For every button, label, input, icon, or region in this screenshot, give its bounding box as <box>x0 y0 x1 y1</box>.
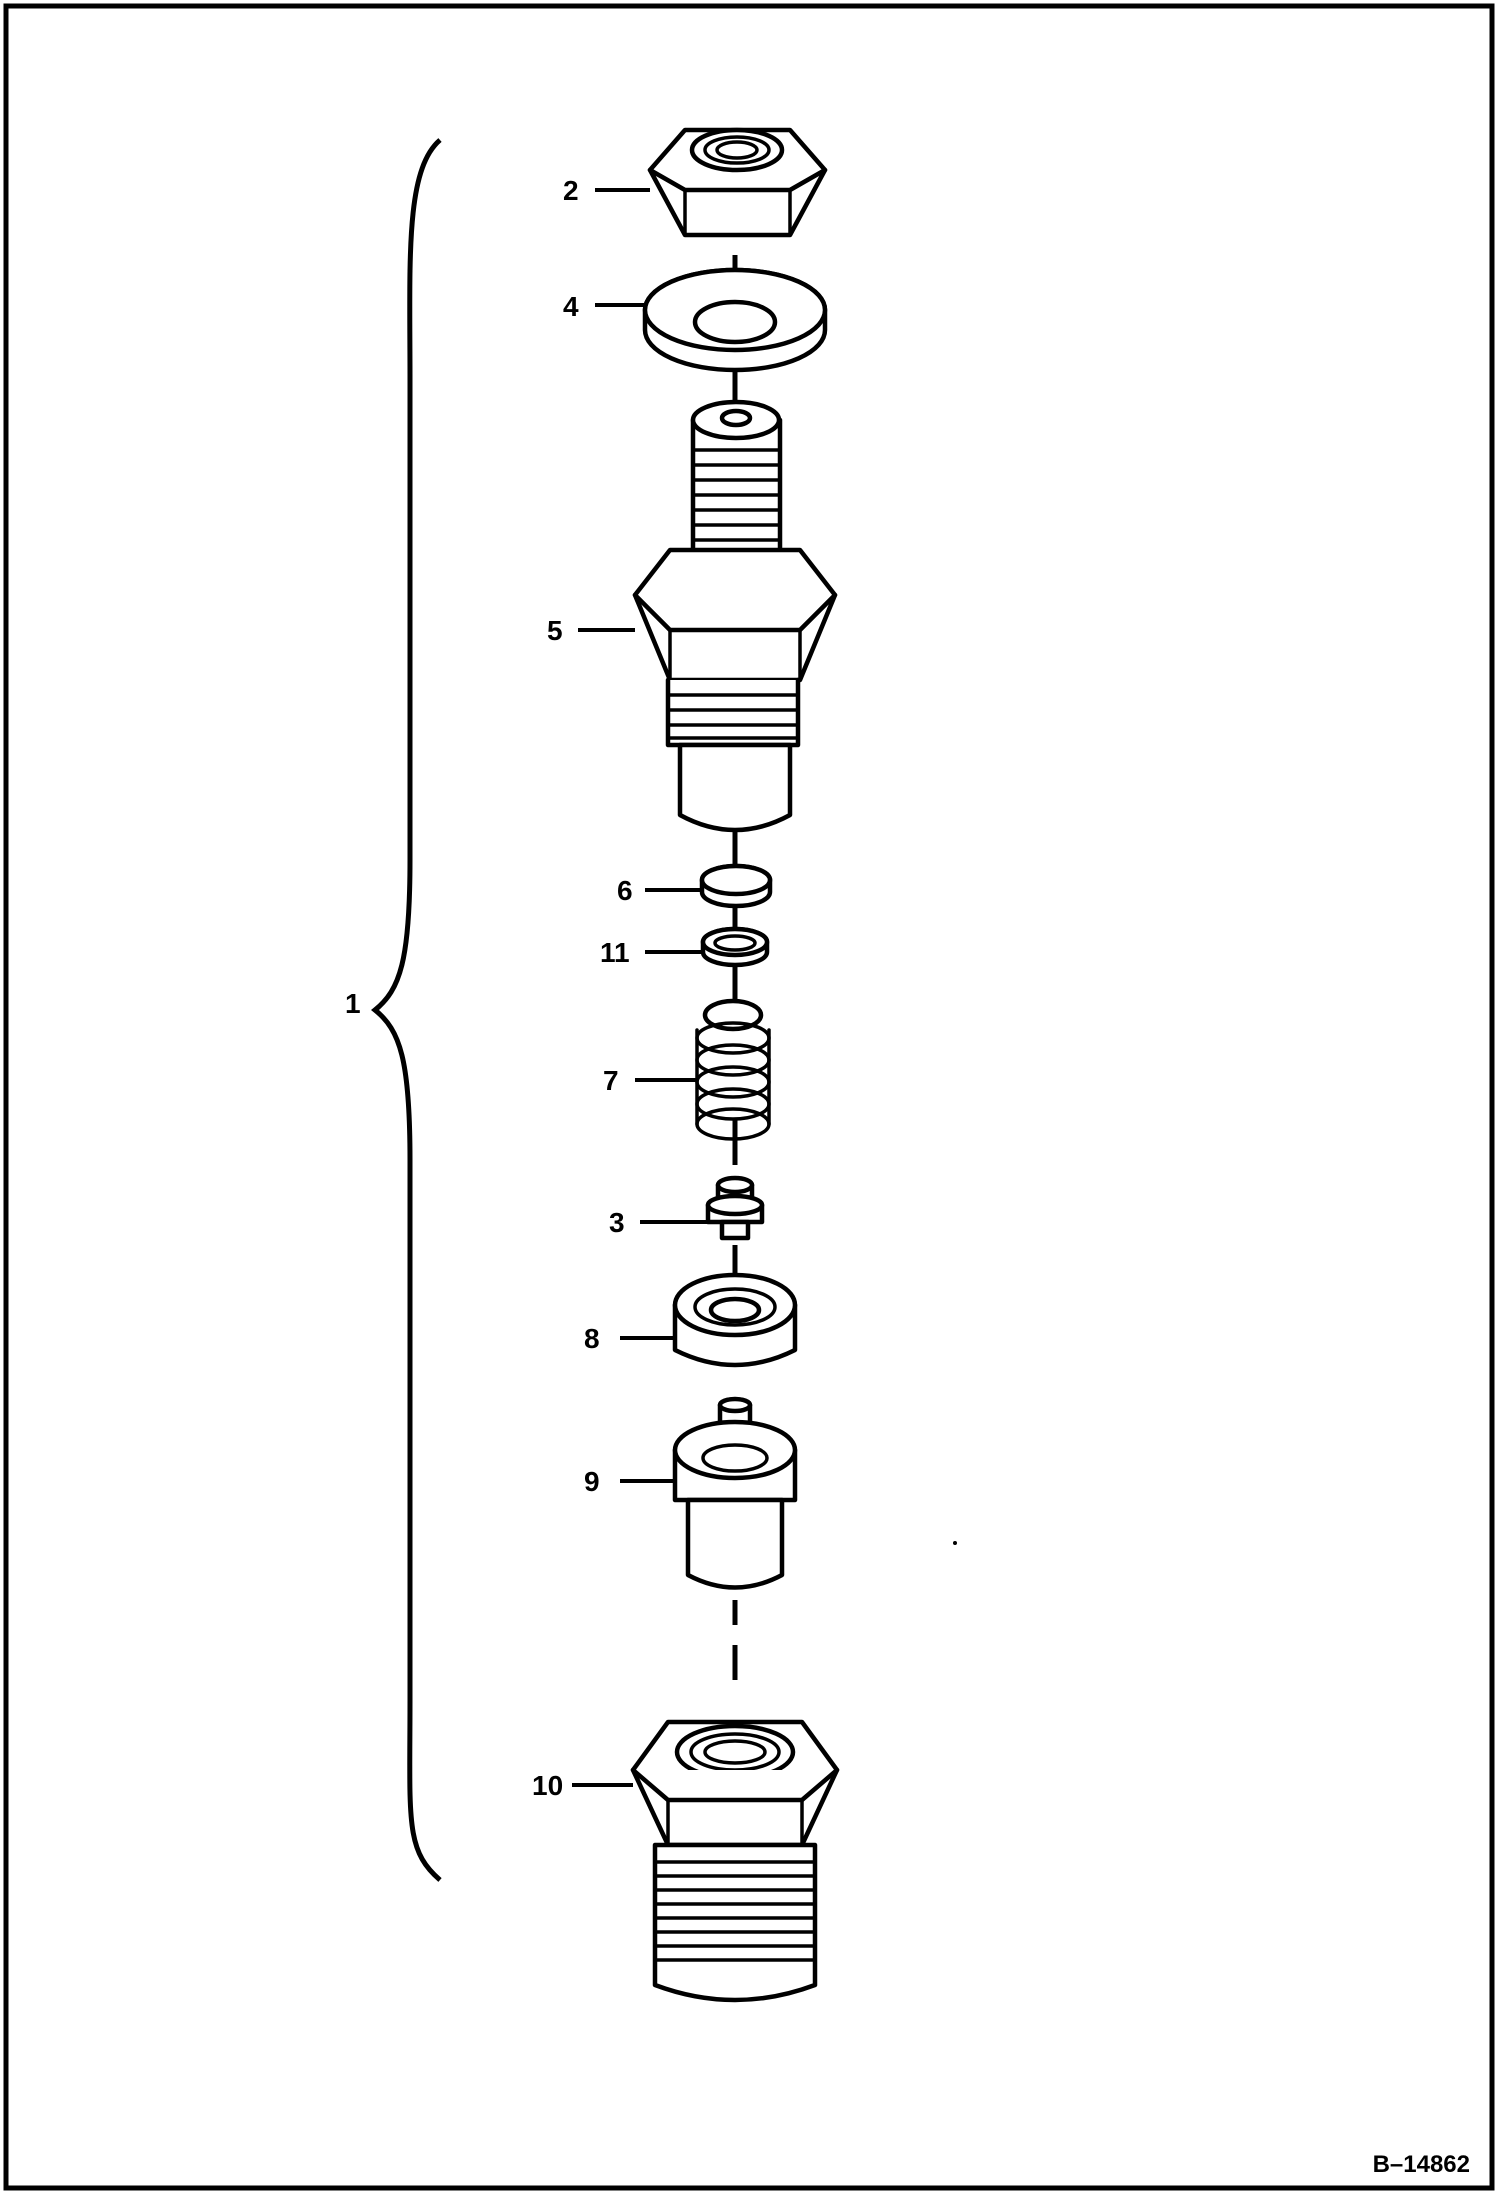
callout-11: 11 <box>600 937 630 968</box>
part-5-holder-body <box>632 399 838 833</box>
leader-lines <box>572 188 708 1787</box>
part-3-spindle <box>705 1175 765 1241</box>
callout-10: 10 <box>532 1770 563 1801</box>
callout-6: 6 <box>617 875 633 906</box>
part-7-spring <box>695 998 771 1141</box>
part-6-ring <box>699 863 773 909</box>
callout-9: 9 <box>584 1466 600 1497</box>
callout-1: 1 <box>345 988 361 1019</box>
part-9-nozzle <box>672 1396 798 1590</box>
part-4-washer <box>642 267 828 373</box>
reference-number: B–14862 <box>1373 2151 1470 2178</box>
callout-5: 5 <box>547 615 563 646</box>
part-10-retaining-nut <box>630 1719 840 2003</box>
part-8-spacer <box>672 1272 798 1368</box>
callout-8: 8 <box>584 1323 600 1354</box>
callout-4: 4 <box>563 291 579 322</box>
part-2-nut <box>647 127 828 238</box>
part-11-shim <box>700 926 770 968</box>
stray-mark <box>953 1541 957 1545</box>
callout-3: 3 <box>609 1207 625 1238</box>
callout-7: 7 <box>603 1065 619 1096</box>
callout-2: 2 <box>563 175 579 206</box>
assembly-brace <box>371 138 442 1882</box>
page-border <box>3 3 1495 2191</box>
